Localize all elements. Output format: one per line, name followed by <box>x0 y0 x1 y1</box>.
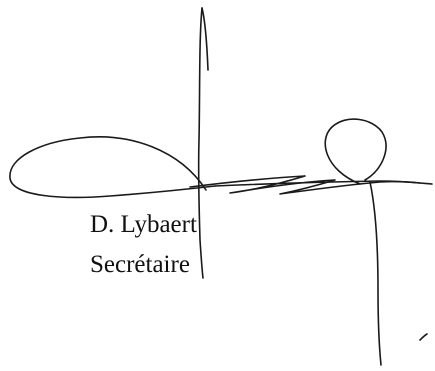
signature-stroke-left-loop <box>9 136 216 199</box>
signature-stroke-zigzag <box>189 175 421 195</box>
signature-stroke-vertical <box>197 7 204 279</box>
signer-name: D. Lybaert <box>90 211 197 238</box>
signer-title: Secrétaire <box>90 251 190 278</box>
signature-stroke-tick <box>419 333 428 341</box>
signature-stroke-right-descender <box>369 181 382 366</box>
signature-stroke-vertical-return <box>201 7 209 71</box>
signature-stroke-right-loop <box>324 118 387 185</box>
signature-stroke-tail <box>214 180 433 187</box>
